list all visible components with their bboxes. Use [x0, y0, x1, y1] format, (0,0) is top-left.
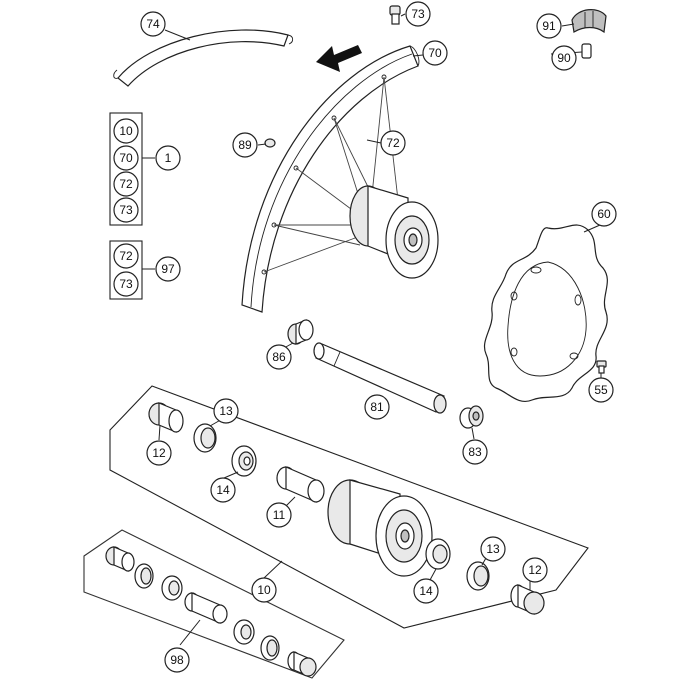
callout-83: 83 [462, 439, 488, 465]
callout-label: 73 [119, 203, 133, 217]
callout-label: 13 [219, 404, 233, 418]
callout-label: 72 [119, 177, 133, 191]
callout-label: 74 [146, 17, 160, 31]
callout-label: 12 [152, 446, 166, 460]
callout-72-rim: 72 [380, 130, 406, 156]
callout-label: 86 [272, 350, 286, 364]
hub-assembly-group-frame [109, 385, 589, 629]
callout-label: 55 [594, 383, 608, 397]
callout-label: 13 [486, 542, 500, 556]
callout-10: 10 [251, 577, 277, 603]
callout-98: 98 [164, 647, 190, 673]
balance-weight-part [264, 138, 276, 148]
brake-disc-part [484, 224, 608, 402]
callout-70: 70 [422, 40, 448, 66]
callout-12-right: 12 [522, 557, 548, 583]
callout-13-right: 13 [480, 536, 506, 562]
callout-group1-70: 70 [113, 145, 139, 171]
callout-label: 98 [170, 653, 184, 667]
callout-label: 89 [238, 138, 252, 152]
callout-14-left: 14 [210, 477, 236, 503]
callout-group1-73: 73 [113, 197, 139, 223]
callout-label: 14 [216, 483, 230, 497]
callout-label: 90 [557, 51, 571, 65]
callout-label: 12 [528, 563, 542, 577]
bearing-kit-parts [105, 546, 317, 677]
callout-label: 72 [386, 136, 400, 150]
rim-part [241, 45, 420, 313]
callout-label: 1 [165, 151, 172, 165]
callout-81: 81 [364, 394, 390, 420]
callout-11: 11 [266, 502, 292, 528]
callout-label: 14 [419, 584, 433, 598]
callout-73-top: 73 [405, 1, 431, 27]
bearing-seal-left-parts [148, 402, 257, 477]
callout-group97-73: 73 [113, 271, 139, 297]
callout-74: 74 [140, 11, 166, 37]
callout-97: 97 [155, 256, 181, 282]
spoke-nipple-part [389, 5, 401, 25]
callout-1: 1 [155, 145, 181, 171]
callout-group1-10: 10 [113, 118, 139, 144]
valve-part [571, 9, 607, 59]
callout-label: 10 [257, 583, 271, 597]
lower-hub-part [327, 479, 433, 577]
callout-label: 72 [119, 249, 133, 263]
callout-label: 10 [119, 124, 133, 138]
callout-group1-72: 72 [113, 171, 139, 197]
rotation-arrow-icon [316, 45, 362, 72]
callout-label: 81 [370, 400, 384, 414]
callout-label: 83 [468, 445, 482, 459]
axle-part [313, 342, 447, 414]
rim-tape-part [113, 29, 294, 87]
callout-55: 55 [588, 377, 614, 403]
callout-label: 70 [428, 46, 442, 60]
callout-label: 97 [161, 262, 175, 276]
callout-60: 60 [591, 201, 617, 227]
spacer-left-part [287, 319, 314, 345]
bearing-seal-right-parts [425, 538, 545, 615]
callout-label: 91 [542, 19, 556, 33]
upper-hub-part [349, 185, 439, 279]
callout-13-left: 13 [213, 398, 239, 424]
wheel-assembly-group-box [109, 112, 155, 226]
callout-91: 91 [536, 13, 562, 39]
spacer-right-part [459, 405, 484, 429]
bearing-kit-frame [83, 529, 345, 679]
callout-86: 86 [266, 344, 292, 370]
callout-12-left: 12 [146, 440, 172, 466]
callout-14-right: 14 [413, 578, 439, 604]
callout-label: 11 [273, 508, 286, 522]
callout-label: 60 [597, 207, 611, 221]
disc-bolt-part [596, 360, 607, 374]
spoke-set-group-box [109, 240, 155, 300]
callout-89: 89 [232, 132, 258, 158]
callout-group97-72: 72 [113, 243, 139, 269]
spokes-part [263, 76, 399, 273]
distance-sleeve-part [276, 466, 325, 503]
callout-label: 70 [119, 151, 133, 165]
callout-label: 73 [119, 277, 133, 291]
callout-90: 90 [551, 45, 577, 71]
callout-label: 73 [411, 7, 425, 21]
